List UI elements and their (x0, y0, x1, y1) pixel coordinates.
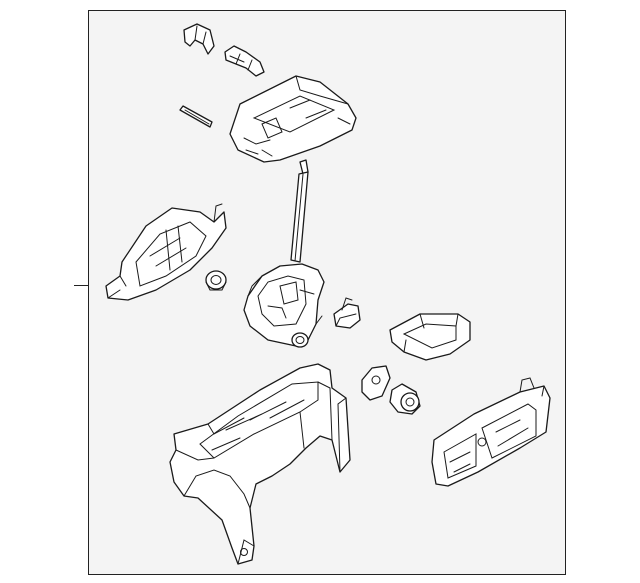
pin (179, 105, 213, 128)
shift-lever (290, 159, 309, 263)
retaining-clip (183, 23, 215, 55)
shifter-base (169, 363, 351, 565)
upper-bezel (229, 75, 357, 163)
small-bracket (333, 297, 361, 329)
control-module (389, 313, 471, 361)
callout-leader-line (74, 285, 88, 286)
side-cover (431, 377, 551, 487)
solenoid-plate (361, 365, 391, 401)
lock-clip (224, 45, 265, 77)
cable-bracket (105, 203, 227, 301)
shifter-mechanism (243, 263, 325, 348)
bushing (205, 270, 227, 291)
solenoid (389, 383, 421, 415)
